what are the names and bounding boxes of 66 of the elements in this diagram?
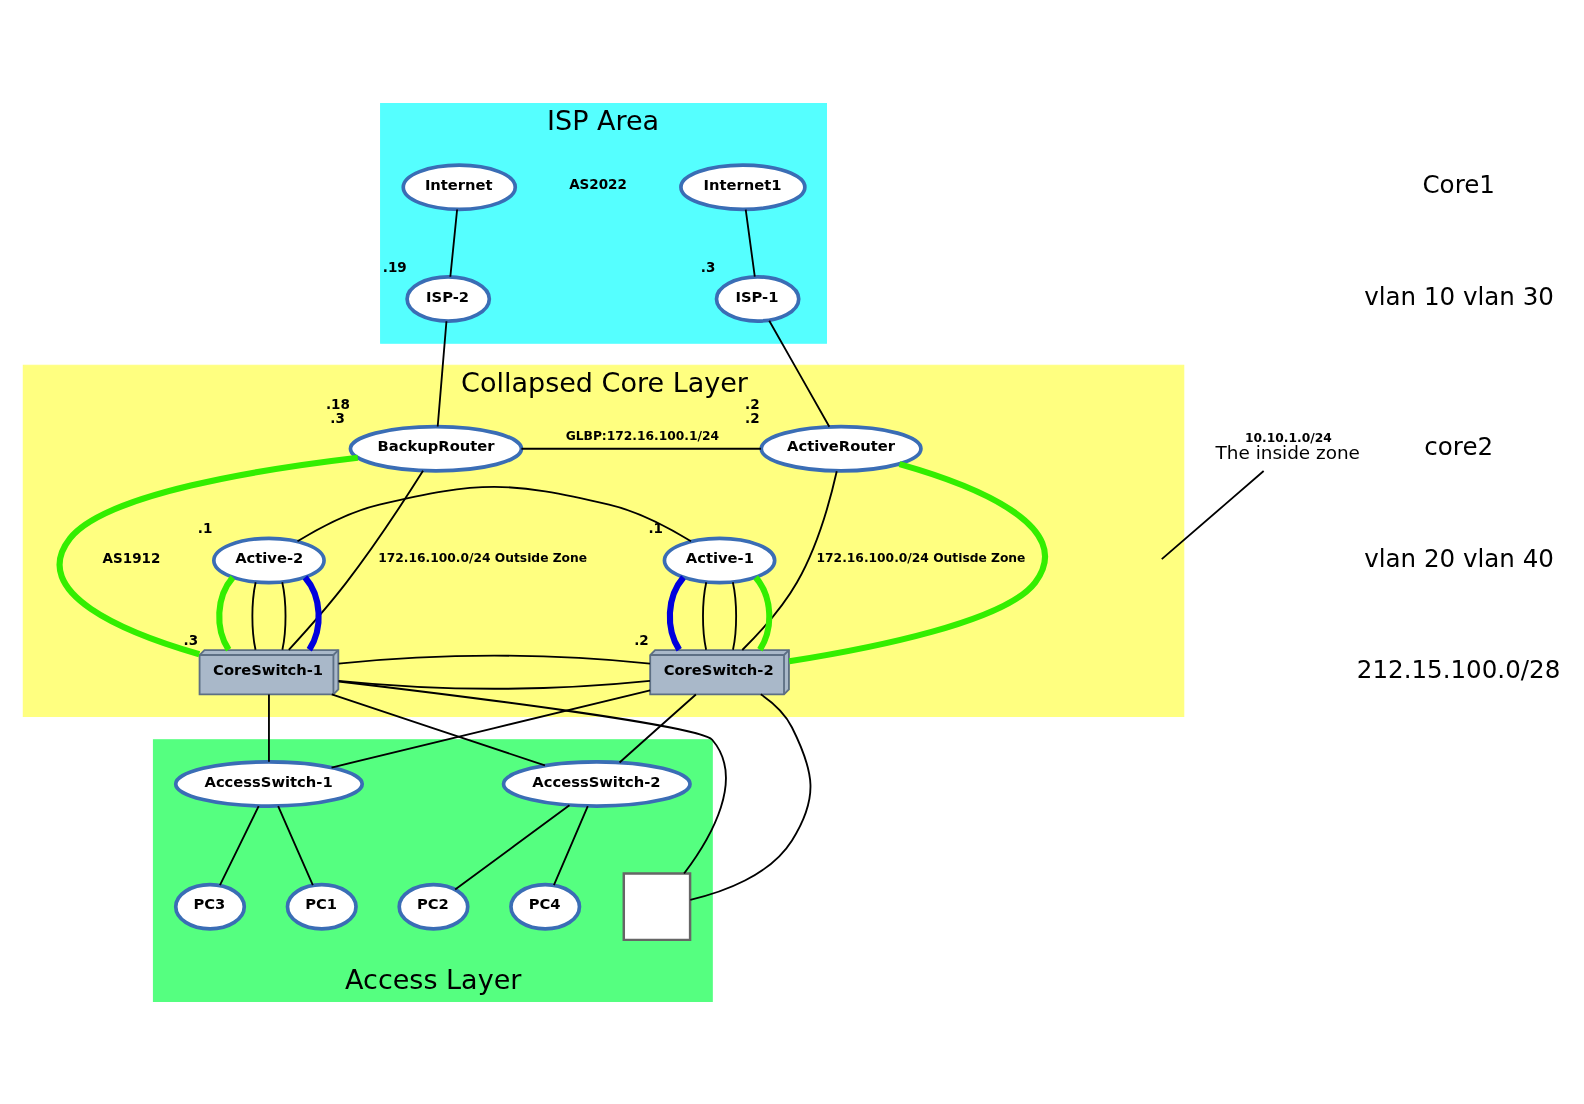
connector (337, 680, 727, 874)
node-ellipse: Active-2 (212, 536, 326, 584)
node-ellipse: AccessSwitch-2 (501, 759, 692, 808)
connector (666, 575, 686, 651)
node-ellipse: BackupRouter (348, 424, 524, 473)
connector (330, 692, 546, 766)
node-label: .2 (745, 395, 760, 412)
connector (702, 580, 708, 651)
node-ellipse: ISP-2 (405, 274, 492, 323)
connector (337, 679, 651, 690)
node-label: .2 (634, 631, 649, 648)
connector (337, 654, 651, 664)
connector (436, 319, 448, 427)
connector (251, 580, 257, 651)
node-ellipse: ActiveRouter (759, 424, 923, 473)
node-box (622, 871, 692, 941)
connector (219, 804, 260, 886)
node-label: .3 (183, 631, 199, 648)
connector (741, 469, 838, 651)
connector (277, 804, 314, 886)
connector (296, 485, 692, 542)
node-ellipse: Active-1 (662, 536, 777, 584)
connector (287, 469, 424, 651)
connector (268, 693, 270, 763)
connector (768, 319, 831, 428)
edge-label: GLBP:172.16.100.1/24 (565, 428, 720, 443)
connector (216, 575, 236, 651)
connector (744, 208, 756, 278)
node-ellipse: PC1 (285, 882, 358, 931)
node-ellipse: PC2 (397, 882, 470, 931)
node-label: .2 (745, 409, 760, 426)
label: Core1 (1422, 169, 1495, 199)
node-ellipse: AccessSwitch-1 (173, 759, 365, 808)
edge-label: 172.16.100.0/24 Outside Zone (378, 550, 588, 565)
node-label: .19 (382, 258, 407, 275)
node-ellipse: Internet (401, 162, 518, 211)
node-label: .3 (330, 409, 345, 426)
connector (520, 447, 762, 450)
label: AS1912 (102, 549, 161, 566)
label: 212.15.100.0/28 (1356, 654, 1561, 684)
label: vlan 20 vlan 40 (1364, 543, 1554, 573)
node-text: 10.10.1.0/24 The inside zone (1215, 430, 1360, 463)
node-ellipse: PC3 (173, 882, 247, 931)
connector (788, 460, 1048, 664)
connector (553, 804, 589, 886)
label: vlan 10 vlan 30 (1364, 281, 1554, 311)
node-ellipse: ISP-1 (714, 274, 801, 323)
edge-label: 172.16.100.0/24 Outisde Zone (816, 550, 1026, 565)
label: core2 (1424, 431, 1494, 461)
connector (302, 575, 322, 651)
connector (618, 693, 697, 763)
node-label: .1 (197, 519, 213, 536)
connector (1160, 469, 1265, 560)
label: AS2022 (569, 175, 627, 192)
connector (731, 580, 738, 651)
connector (454, 803, 571, 890)
node-label: .3 (700, 258, 716, 275)
node-label: .18 (325, 395, 350, 412)
node-label: .1 (648, 519, 663, 536)
connector (753, 575, 773, 651)
node-ellipse: PC4 (509, 882, 582, 931)
connector (330, 688, 652, 768)
node-ellipse: Internet1 (679, 162, 807, 211)
connector (281, 580, 287, 651)
connector (689, 692, 812, 901)
connector (449, 208, 459, 278)
